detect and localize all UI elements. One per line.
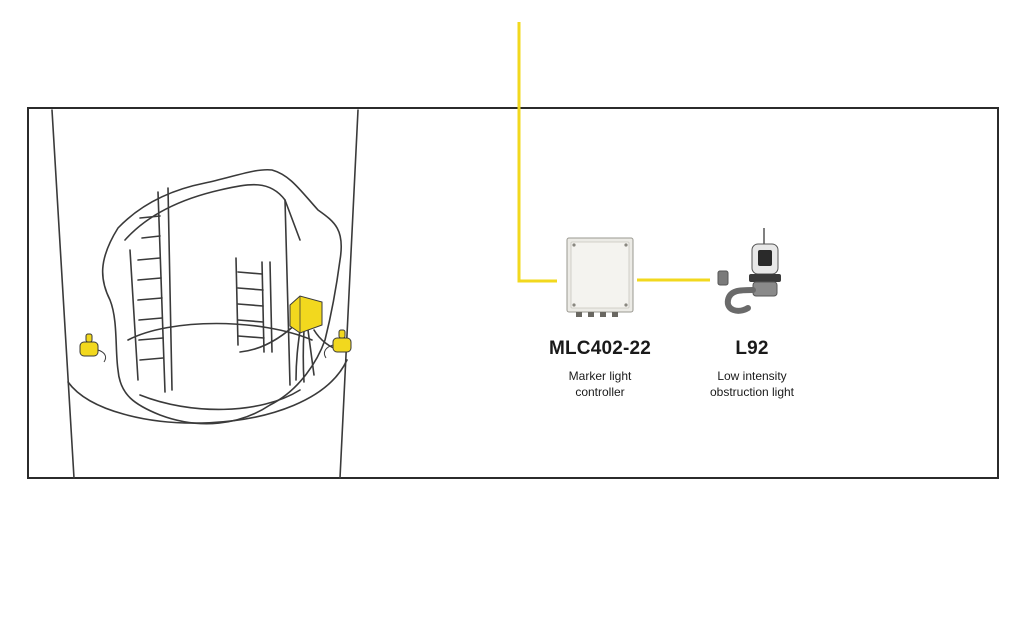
controller-desc-line2: controller bbox=[575, 385, 625, 399]
diagram-frame bbox=[27, 107, 999, 479]
light-desc-line2: obstruction light bbox=[709, 385, 795, 399]
tower-light-left bbox=[79, 333, 107, 363]
controller-label: MLC402-22 Marker light controller bbox=[530, 338, 670, 400]
controller-title: MLC402-22 bbox=[548, 338, 652, 359]
light-label: L92 Low intensity obstruction light bbox=[692, 338, 812, 400]
tower-junction-box bbox=[289, 295, 323, 334]
controller-desc-line1: Marker light bbox=[568, 369, 632, 383]
controller-box-icon bbox=[566, 237, 634, 317]
tower-light-right bbox=[323, 329, 352, 359]
power-cable bbox=[517, 22, 557, 283]
light-desc-line1: Low intensity bbox=[717, 369, 787, 383]
tower-illustration bbox=[51, 109, 359, 479]
obstruction-light-icon bbox=[717, 228, 781, 314]
light-title: L92 bbox=[735, 338, 769, 359]
